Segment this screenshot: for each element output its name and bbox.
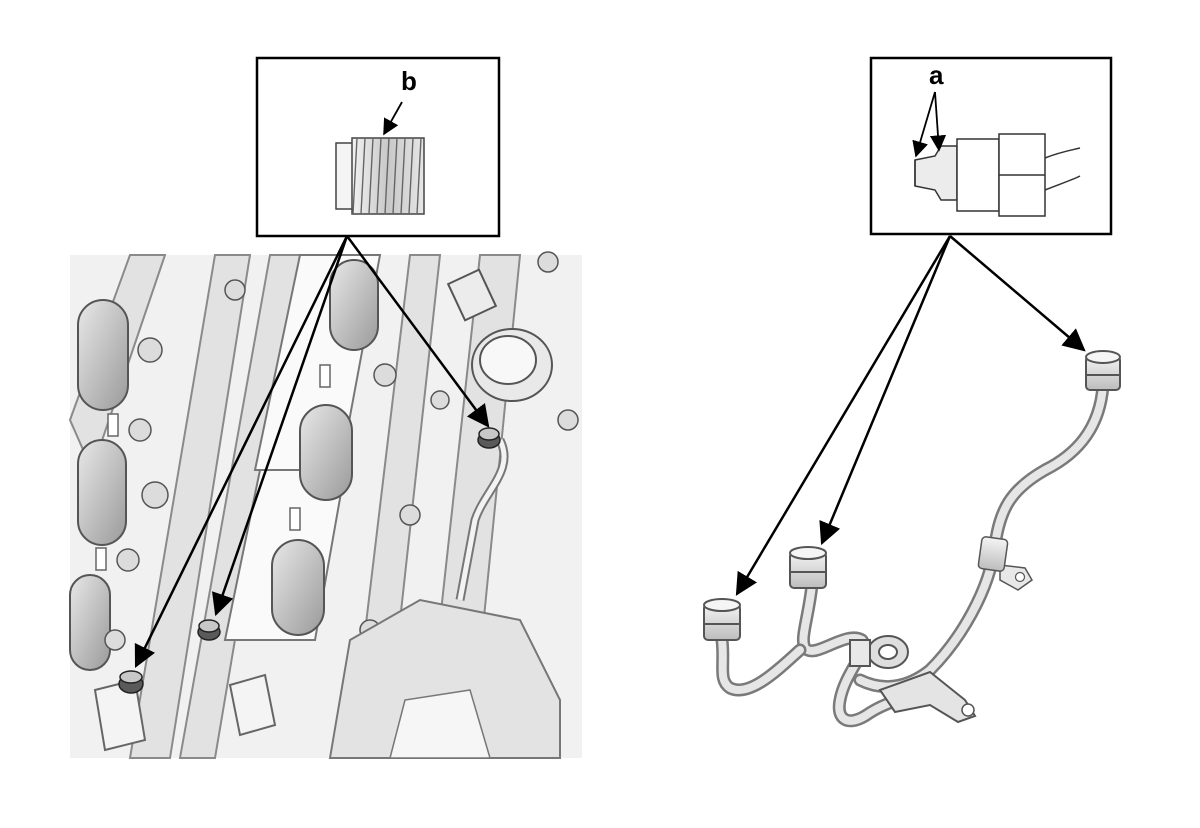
sealing-bolt-upper	[477, 427, 501, 449]
pipe-nut-middle	[789, 546, 827, 589]
callout-leader-a-2	[929, 91, 947, 152]
pipe-nut-left	[703, 598, 741, 641]
pipe-nut-right	[1085, 350, 1121, 391]
callout-box-b: b	[255, 56, 501, 238]
callout-arrows-a	[735, 235, 1086, 596]
engine-illustration	[68, 251, 582, 759]
callout-leader-a-1	[912, 91, 936, 158]
sealing-bolt-middle	[197, 619, 221, 641]
pipe-fitting-detail	[914, 133, 1081, 217]
threaded-bolt-detail	[335, 137, 425, 215]
callout-arrows-b	[134, 235, 490, 669]
callout-label-a: a	[929, 60, 944, 90]
callout-leader-b	[383, 101, 403, 136]
callout-label-b: b	[401, 66, 417, 96]
fuel-pipe-assembly	[703, 350, 1121, 728]
callout-box-a: a	[869, 56, 1113, 236]
sealing-bolt-lower	[118, 670, 144, 694]
